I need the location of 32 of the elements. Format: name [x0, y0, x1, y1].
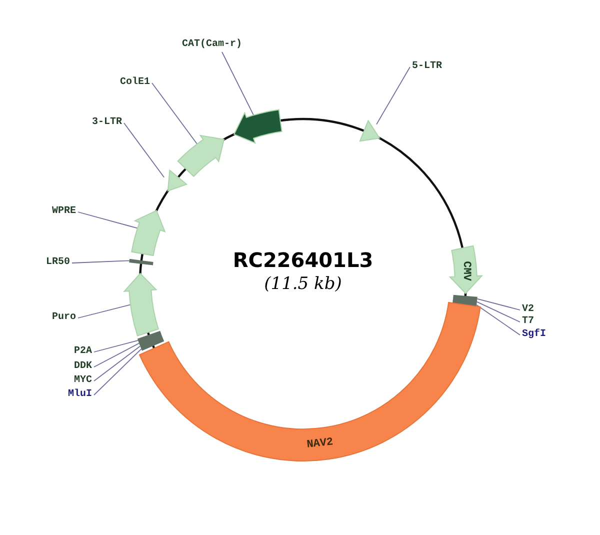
leader-line [78, 212, 138, 229]
leader-line [476, 304, 520, 336]
feature-label: MluI [68, 389, 92, 401]
leader-line [94, 342, 140, 368]
leader-line [72, 260, 130, 264]
leader-line [78, 304, 131, 318]
feature-label: 5-LTR [412, 61, 442, 73]
feature-label: 3-LTR [92, 117, 122, 129]
leader-line [222, 52, 254, 116]
leader-line [94, 348, 142, 396]
feature-label: Puro [52, 312, 76, 324]
leader-line [152, 82, 198, 144]
feature-label: CMV [460, 260, 472, 281]
feature-label: V2 [522, 304, 534, 316]
feature-label: CAT(Cam-r) [182, 39, 242, 51]
leader-line [94, 346, 141, 382]
leader-line [476, 298, 520, 310]
feature-label: MYC [74, 375, 92, 387]
feature-label: T7 [522, 316, 534, 328]
plasmid-size: (11.5 kb) [263, 274, 343, 294]
leader-line [376, 66, 410, 125]
feature-label: DDK [74, 361, 92, 373]
leader-line [94, 340, 138, 352]
feature-label: NAV2 [306, 436, 334, 452]
leader-line [476, 301, 520, 322]
feature-label: LR50 [46, 257, 70, 269]
feature-label: ColE1 [120, 77, 150, 89]
leader-line [124, 122, 164, 178]
feature-label: SgfI [522, 329, 546, 341]
plasmid-name: RC226401L3 [232, 248, 374, 272]
feature-label: P2A [74, 346, 92, 358]
feature-label: WPRE [52, 206, 76, 218]
